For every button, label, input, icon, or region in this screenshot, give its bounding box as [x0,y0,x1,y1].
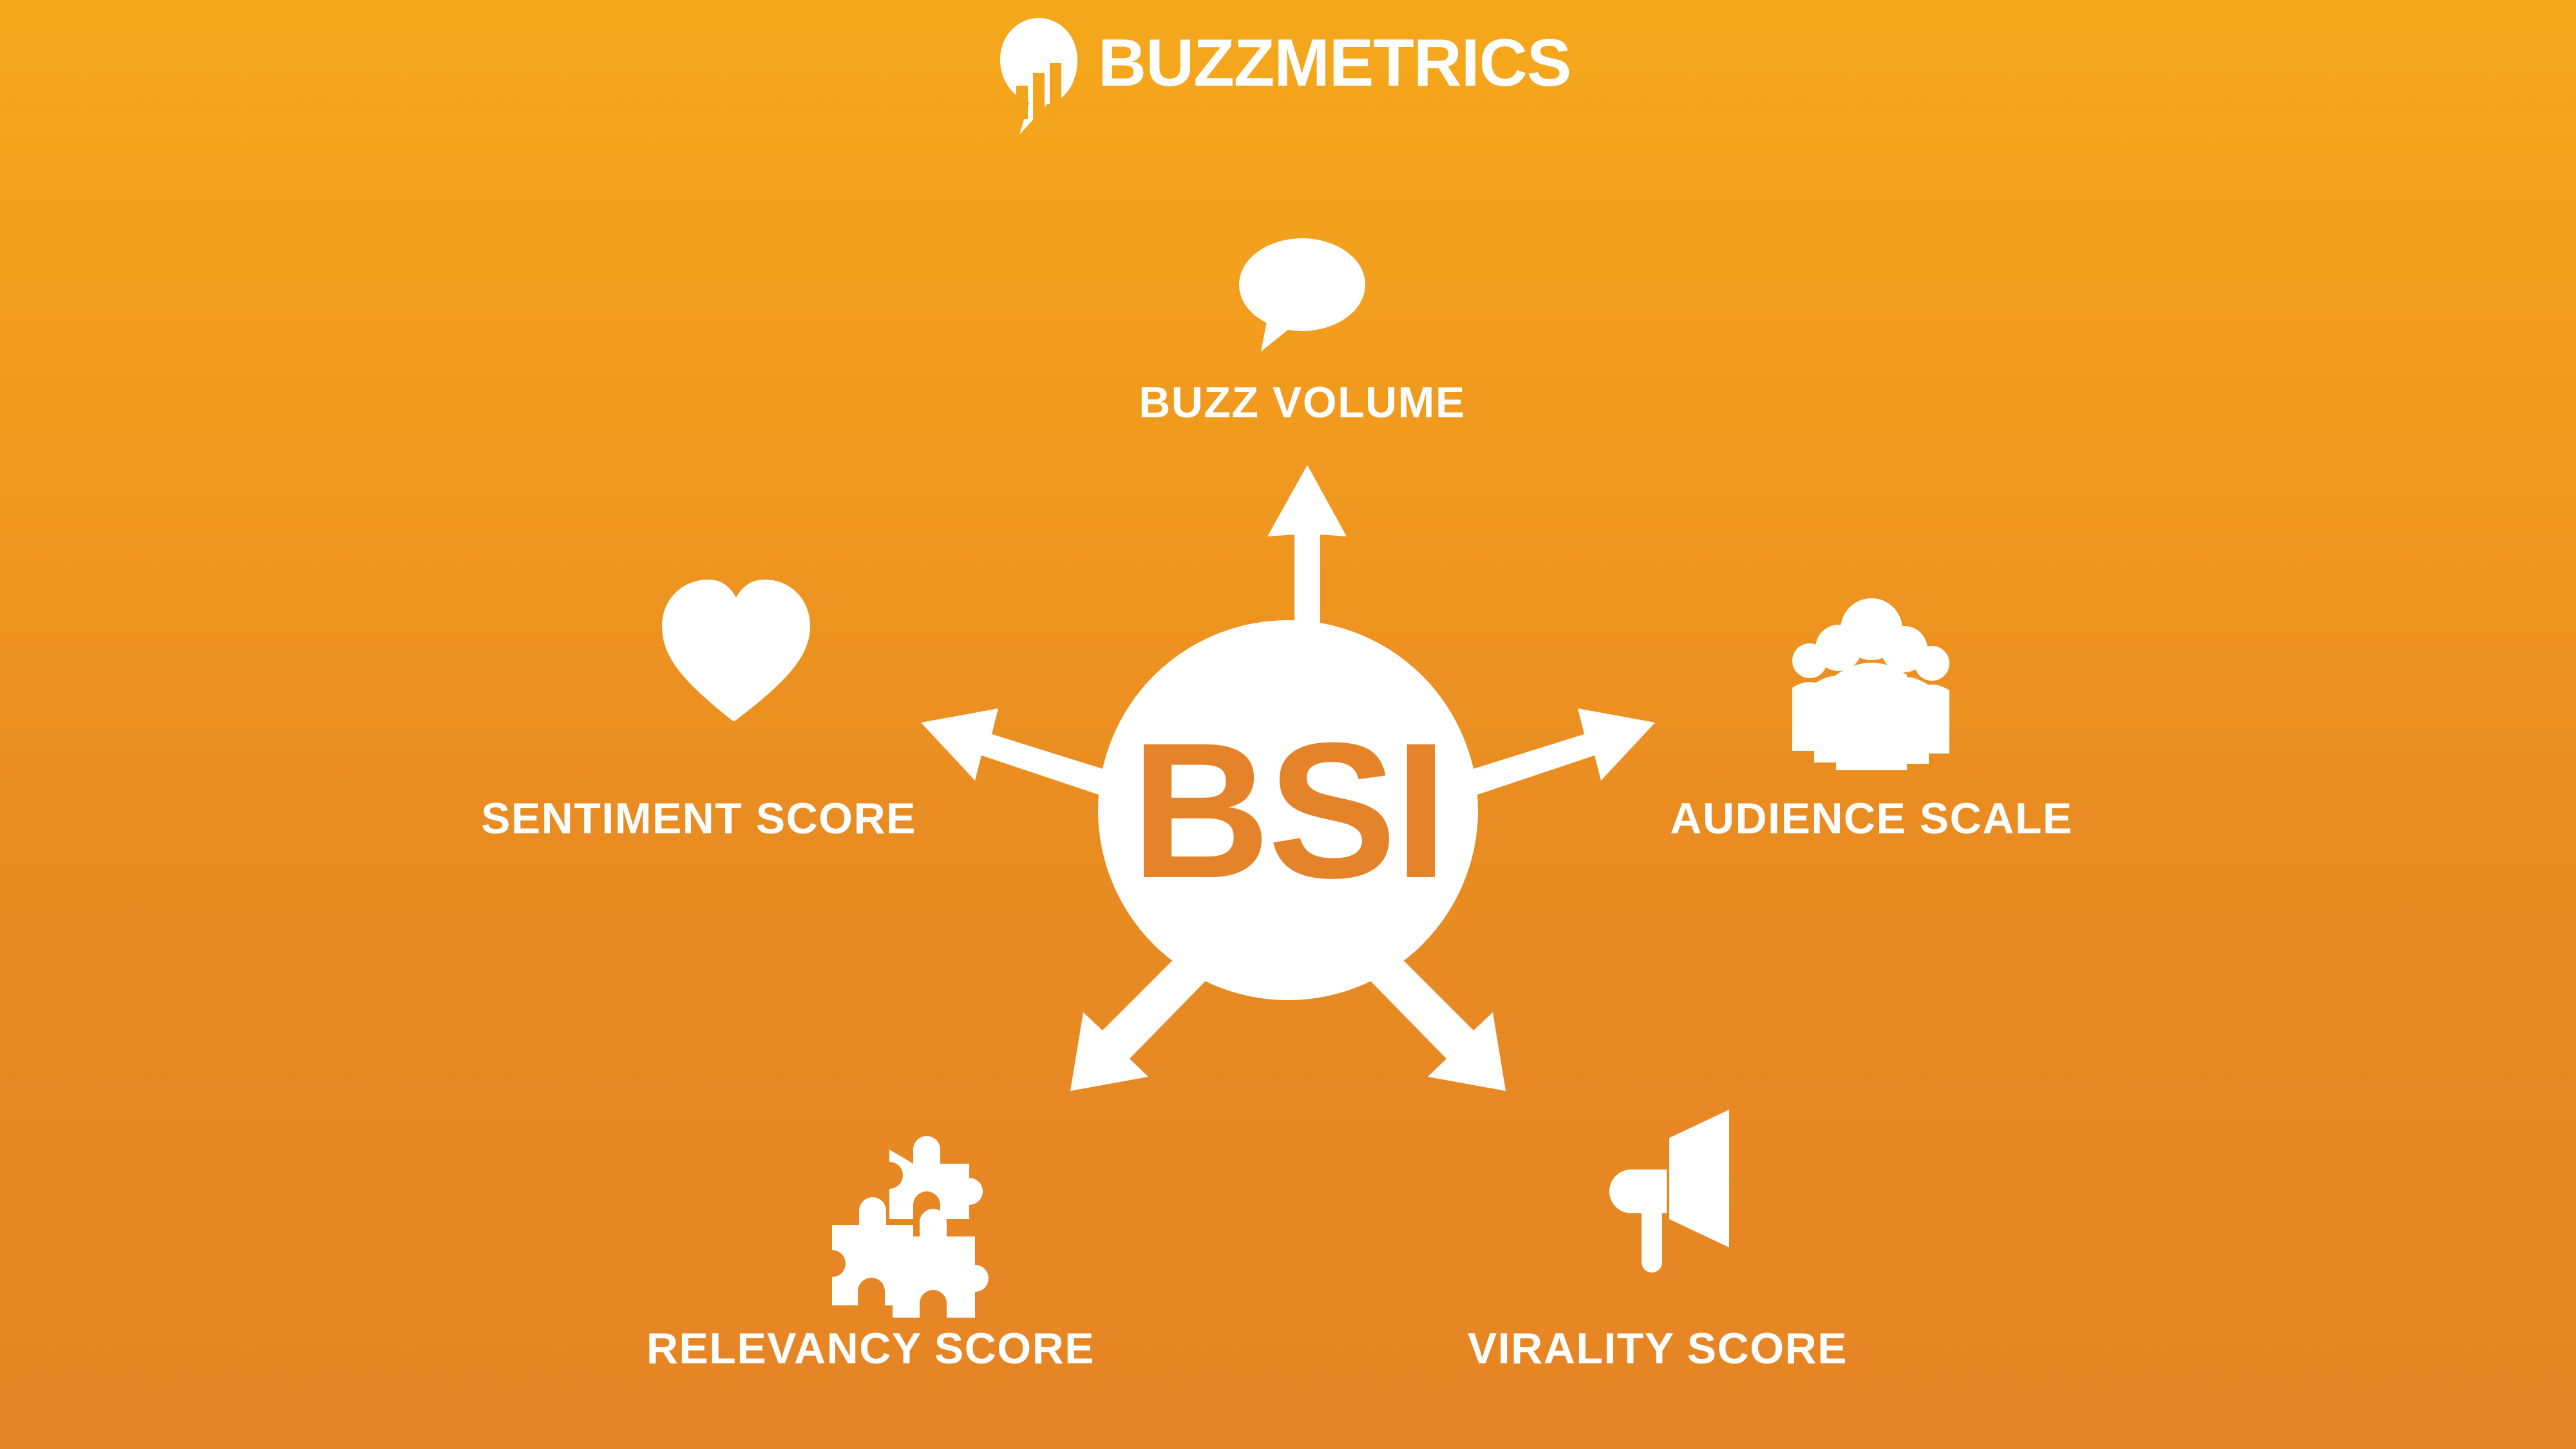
node-audience-scale[interactable]: AUDIENCE SCALE [1670,598,2073,843]
brand-logo: BUZZMETRICS [1000,18,1571,135]
people-group-icon [1792,598,1949,770]
arrow-audience-scale [1430,708,1655,808]
arrow-sentiment-score [921,708,1146,808]
node-buzz-volume[interactable]: BUZZ VOLUME [1139,238,1466,427]
speech-bubble-icon [1239,238,1365,352]
node-label-buzz-volume: BUZZ VOLUME [1139,378,1466,427]
arrow-buzz-volume [1267,465,1347,644]
bsi-hub[interactable]: BSI [1098,620,1478,1000]
puzzle-pieces-icon [832,1136,989,1318]
megaphone-icon [1609,1110,1729,1273]
node-virality-score[interactable]: VIRALITY SCORE [1468,1110,1848,1373]
brand-name: BUZZMETRICS [1098,26,1571,100]
node-label-relevancy-score: RELEVANCY SCORE [647,1324,1095,1373]
node-label-audience-scale: AUDIENCE SCALE [1670,794,2073,843]
hub-circle [1098,620,1478,1000]
logo-bar-2 [1033,73,1045,119]
hub-label: BSI [1131,702,1445,918]
logo-bar-1 [1016,86,1028,119]
node-label-sentiment-score: SENTIMENT SCORE [481,794,916,843]
speech-bubble-bar-chart-icon [1000,18,1077,135]
heart-icon [662,580,810,721]
node-relevancy-score[interactable]: RELEVANCY SCORE [647,1136,1095,1373]
node-label-virality-score: VIRALITY SCORE [1468,1324,1848,1373]
logo-bar-3 [1050,63,1061,119]
node-sentiment-score[interactable]: SENTIMENT SCORE [481,580,916,843]
